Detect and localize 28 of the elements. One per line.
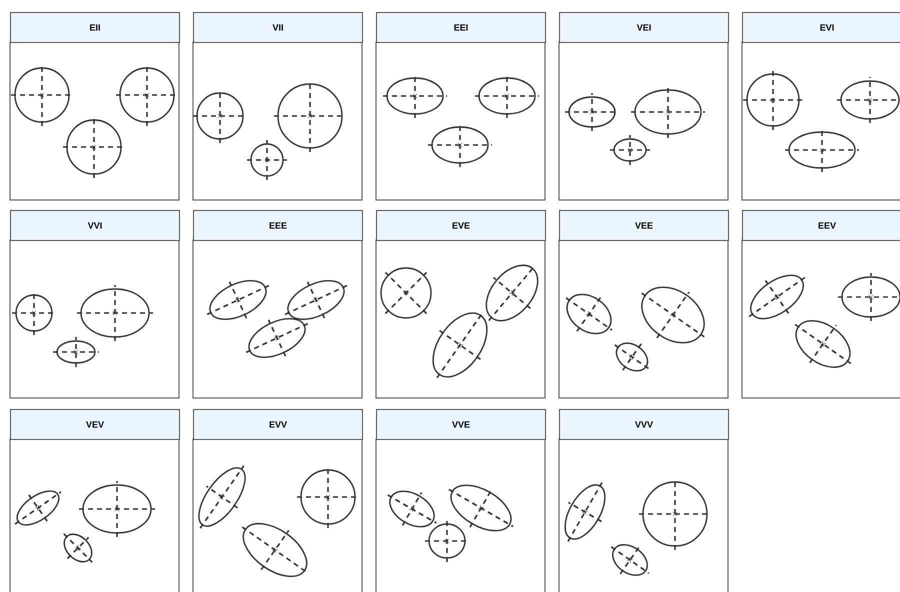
node-label: EII <box>90 24 100 31</box>
node-label: EEE <box>270 222 287 229</box>
panel: VEI <box>558 12 729 200</box>
node-label: VII <box>272 24 283 31</box>
panel: EVI <box>742 12 900 200</box>
node-label: VEE <box>635 222 653 229</box>
panel: EEE <box>192 210 363 398</box>
panel: VVE <box>376 409 546 592</box>
node-label: EVV <box>270 421 287 428</box>
node-label: EEI <box>454 24 468 31</box>
panel: EII <box>10 12 180 200</box>
node-label: EVE <box>452 222 470 229</box>
node-label: VVI <box>88 222 102 229</box>
panel: VEE <box>558 210 729 398</box>
panel: VII <box>192 12 363 200</box>
panel: VVI <box>10 210 180 398</box>
node-label: EVI <box>820 24 834 31</box>
node-label: VEI <box>636 24 651 31</box>
panel: EVE <box>376 210 546 398</box>
node-label: VVE <box>452 421 470 428</box>
panel: EVV <box>192 409 363 592</box>
panel: VVV <box>558 409 729 592</box>
node-label: VVV <box>635 421 653 428</box>
panel: EEV <box>742 210 900 398</box>
panel: VEV <box>10 409 180 592</box>
node-label: VEV <box>86 421 104 428</box>
panel: EEI <box>376 12 546 200</box>
node-label: EEV <box>818 222 836 229</box>
